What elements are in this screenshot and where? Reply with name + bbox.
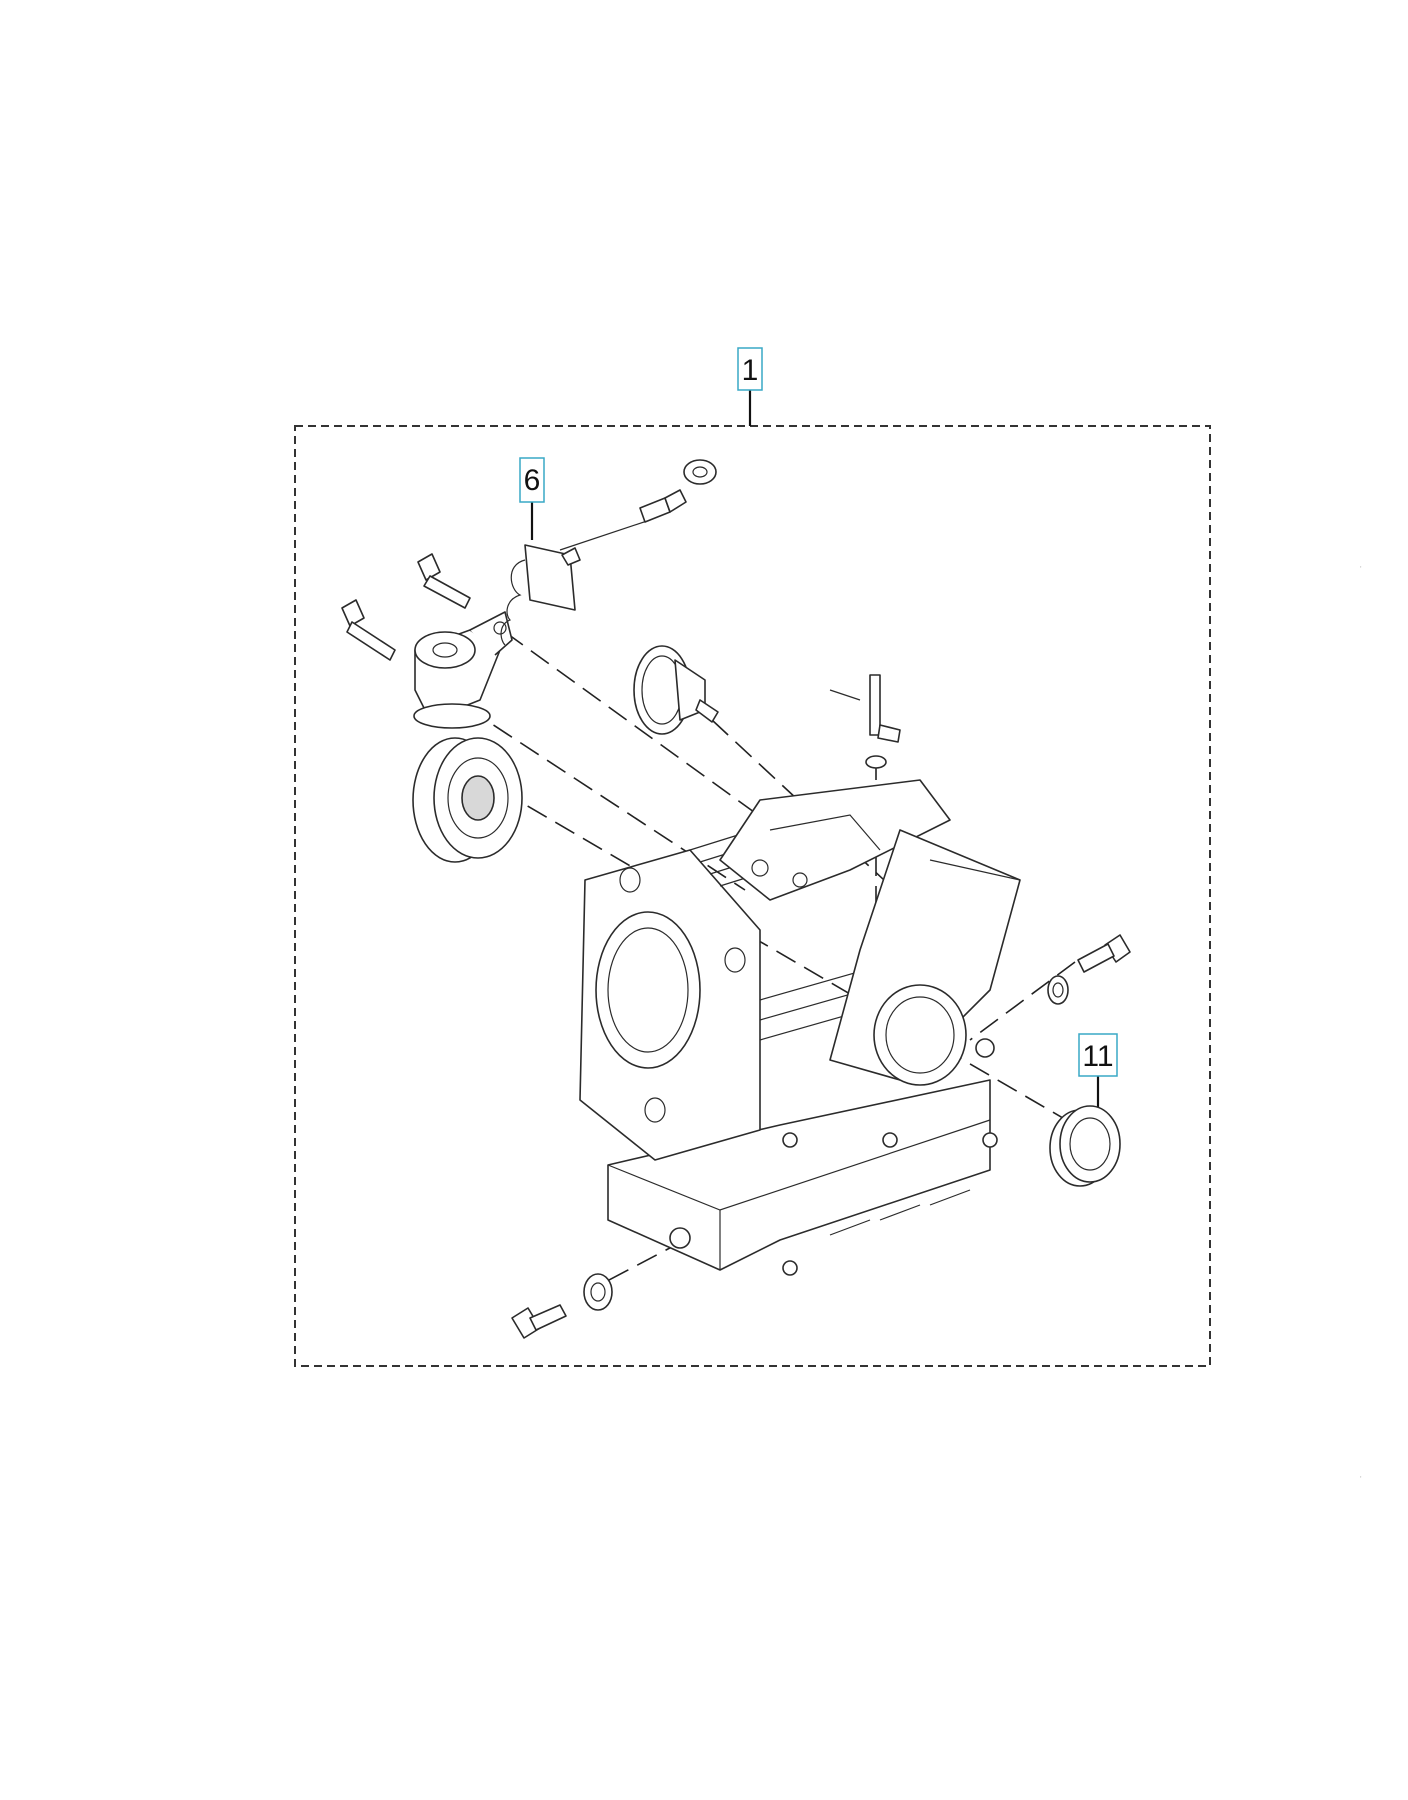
callout-11[interactable]: 11 xyxy=(1078,1033,1118,1112)
callout-11-box xyxy=(1078,1033,1118,1077)
lever-nut xyxy=(683,459,717,485)
assembly-frame xyxy=(294,425,1211,1367)
bolts xyxy=(341,553,1131,1339)
callout-1-box xyxy=(737,347,763,391)
washers xyxy=(583,755,1069,1311)
main-bearing-boss xyxy=(873,984,967,1086)
callout-1[interactable]: 1 xyxy=(737,347,763,426)
callout-6-label: 6 xyxy=(524,464,541,497)
oil-seal xyxy=(1049,1105,1121,1187)
governor-lever xyxy=(500,459,717,646)
edge-mark: ' xyxy=(1360,565,1362,574)
cylinder-bore xyxy=(595,911,701,1069)
callout-1-label: 1 xyxy=(742,354,759,387)
edge-mark: ' xyxy=(1360,1475,1362,1484)
governor-bracket xyxy=(413,611,513,729)
ball-bearing xyxy=(412,737,523,863)
callout-6[interactable]: 6 xyxy=(519,457,545,540)
callout-6-box xyxy=(519,457,545,503)
crankcase-block xyxy=(579,779,1021,1276)
governor-gear xyxy=(633,645,719,735)
oil-sensor xyxy=(829,674,901,743)
callout-11-label: 11 xyxy=(1082,1040,1113,1073)
